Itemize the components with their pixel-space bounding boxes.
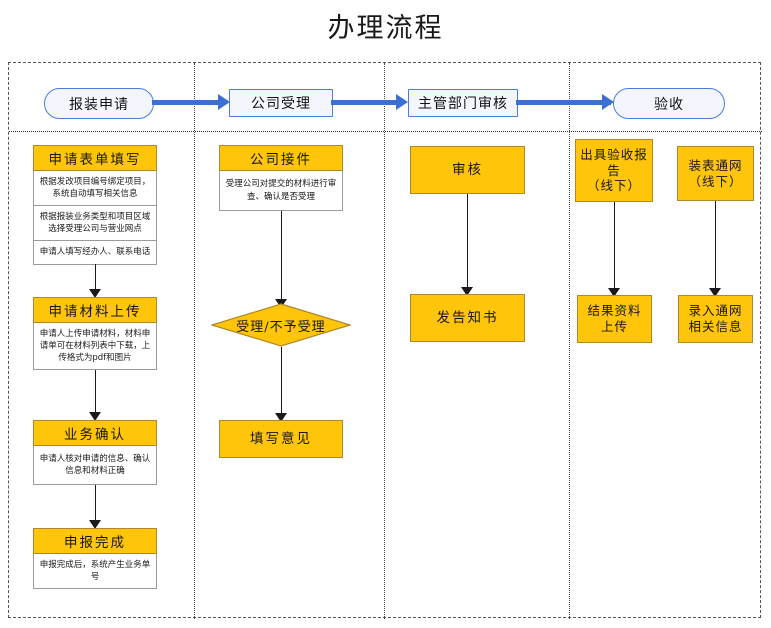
lane1-group4-title: 申报完成 [33,528,157,554]
lane1-group3-row: 申请人核对申请的信息、确认信息和材料正确 [39,453,151,476]
lane1-group1-title: 申请表单填写 [33,145,157,171]
lane1-group1-row: 根据发改项目编号绑定项目，系统自动填写相关信息 [34,171,156,206]
lane-header-rule [9,131,762,132]
lane1-connector-2-line [95,370,96,416]
lane2-box-label: 填写意见 [250,430,312,447]
lane-divider-3 [569,63,570,619]
header-arrow-2-line [331,100,403,105]
lane-header-label-2: 公司受理 [251,96,311,112]
lane4-box1-label: 出具验收报告 （线下） [580,147,648,194]
lane-header-zhuguanbumenshenhe[interactable]: 主管部门审核 [408,89,518,117]
lane-header-label-4: 验收 [654,96,684,113]
lane1-connector-1-head [89,289,101,298]
lane1-group3-body: 申请人核对申请的信息、确认信息和材料正确 [33,446,157,485]
header-arrow-3-line [516,100,611,105]
lane3-connector-1-line [467,194,468,291]
lane4-box-luruntongwangxinxi[interactable]: 录入通网 相关信息 [678,295,753,343]
lane2-decision-shouli-bu-yu-shouli[interactable]: 受理/不予受理 [211,303,351,347]
lane4-connector-1-line [614,202,615,292]
diamond-shape-icon [211,303,351,347]
lane1-group-shenqingcailiaoshangchuan[interactable]: 申请材料上传 申请人上传申请材料，材料申请单可在材料列表中下载，上传格式为pdf… [33,297,157,370]
lane2-connector-2-head [275,413,287,422]
header-arrow-2-head [396,94,408,110]
lane2-decision-label: 受理/不予受理 [236,319,326,335]
lane2-box-tianxieyijian[interactable]: 填写意见 [219,420,343,458]
lane3-box-shenhe[interactable]: 审核 [410,146,525,194]
lane-header-label-1: 报装申请 [69,96,129,113]
lane1-connector-3-line [95,485,96,524]
lane-divider-1 [194,63,195,619]
lane2-connector-1-line [281,211,282,303]
lane-header-baozhuangshenqing[interactable]: 报装申请 [44,88,154,119]
lane1-group1-row: 申请人填写经办人、联系电话 [39,247,151,258]
lane1-group2-title: 申请材料上传 [33,297,157,323]
lane1-group1-row: 根据报装业务类型和项目区域选择受理公司与营业网点 [34,206,156,241]
lane1-connector-2-head [89,412,101,421]
lane2-connector-2-line [281,347,282,417]
lane4-connector-1-head [608,288,620,297]
lane-header-gongsishouli[interactable]: 公司受理 [229,89,333,117]
lane4-box-chujuyanshoubaogao[interactable]: 出具验收报告 （线下） [575,139,653,202]
lane1-group1-body: 根据发改项目编号绑定项目，系统自动填写相关信息 根据报装业务类型和项目区域选择受… [33,171,157,265]
lane2-group1-body: 受理公司对提交的材料进行审查、确认是否受理 [219,171,343,211]
header-arrow-1-head [218,94,230,110]
lane-header-yanshou[interactable]: 验收 [613,88,725,119]
lane4-box-jieguoziliaoshangchuan[interactable]: 结果资料 上传 [577,295,652,343]
header-arrow-3-head [602,94,614,110]
lane4-box4-label: 录入通网 相关信息 [688,303,743,334]
lane1-group3-title: 业务确认 [33,420,157,446]
lane4-box2-label: 装表通网 （线下） [688,157,743,189]
lane2-group-gongsijiejian[interactable]: 公司接件 受理公司对提交的材料进行审查、确认是否受理 [219,145,343,211]
lane1-group4-body: 申报完成后，系统产生业务单号 [33,554,157,589]
lane2-group1-title: 公司接件 [219,145,343,171]
lane4-connector-2-line [715,201,716,292]
lane1-connector-3-head [89,520,101,529]
lane1-group4-row: 申报完成后，系统产生业务单号 [39,559,151,582]
lane3-connector-1-head [461,287,473,296]
header-arrow-1-line [152,100,224,105]
lane3-box2-label: 发告知书 [436,309,499,326]
lane1-group2-body: 申请人上传申请材料，材料申请单可在材料列表中下载，上传格式为pdf和图片 [33,323,157,370]
lane1-connector-1-line [95,264,96,293]
lane1-group-yewuqueren[interactable]: 业务确认 申请人核对申请的信息、确认信息和材料正确 [33,420,157,485]
lane3-box-fagaozhishu[interactable]: 发告知书 [410,294,525,342]
lane-divider-2 [384,63,385,619]
lane-header-label-3: 主管部门审核 [418,96,508,112]
page-title: 办理流程 [327,13,444,44]
lane1-group-shenqingbiaodantianxie[interactable]: 申请表单填写 根据发改项目编号绑定项目，系统自动填写相关信息 根据报装业务类型和… [33,145,157,265]
lane1-group-shenbaowancheng[interactable]: 申报完成 申报完成后，系统产生业务单号 [33,528,157,589]
lane4-box3-label: 结果资料 上传 [587,303,642,334]
lane4-connector-2-head [709,288,721,297]
lane3-box1-label: 审核 [452,161,483,178]
lane4-box-zhuangbiaotongwang[interactable]: 装表通网 （线下） [677,146,754,201]
lane1-group2-row: 申请人上传申请材料，材料申请单可在材料列表中下载，上传格式为pdf和图片 [39,328,151,364]
lane2-group1-row: 受理公司对提交的材料进行审查、确认是否受理 [225,179,337,202]
